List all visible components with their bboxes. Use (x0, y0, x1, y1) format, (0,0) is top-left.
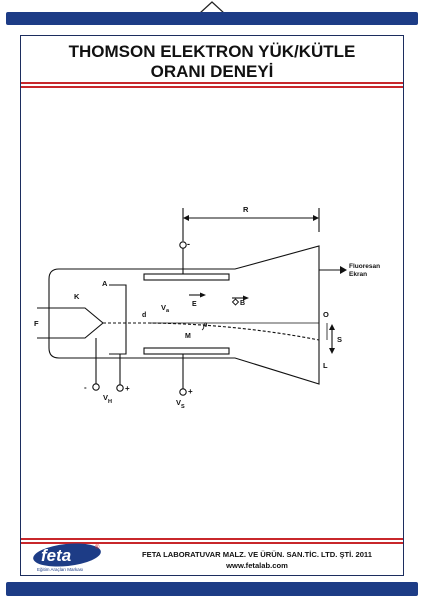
label-vh-minus: - (84, 383, 87, 392)
label-upper-minus: - (187, 239, 190, 249)
cathode-terminal (92, 383, 100, 391)
r-arrow-right (313, 215, 319, 221)
label-e: E (192, 301, 197, 308)
r-arrow-left (183, 215, 189, 221)
label-o: O (323, 310, 329, 319)
b-arrowhead (243, 295, 249, 301)
bottom-rod (6, 582, 418, 596)
label-va-sub: a (166, 308, 170, 314)
label-d: d (142, 312, 146, 319)
screen-arrowhead (340, 266, 347, 274)
title-divider (21, 82, 403, 89)
cathode (73, 307, 104, 339)
title-line-1: THOMSON ELEKTRON YÜK/KÜTLE (68, 42, 356, 61)
label-m: M (185, 333, 191, 340)
title-line-2: ORANI DENEYİ (150, 62, 274, 81)
label-vh: V (103, 393, 108, 402)
logo-text: feta (41, 546, 71, 565)
label-f: F (34, 319, 39, 328)
page-title: THOMSON ELEKTRON YÜK/KÜTLE ORANI DENEYİ (21, 42, 403, 82)
label-r: R (243, 205, 249, 214)
label-fluorescent-2: Ekran (349, 271, 367, 278)
label-b: B (240, 300, 245, 307)
footer-divider (21, 538, 403, 545)
thomson-tube-diagram: R - Fluoresan Ekran A K F d V a E B O S … (34, 205, 380, 410)
s-arrow-up (329, 324, 335, 330)
feta-logo: feta ® Eğitim Araçları Markası (33, 543, 101, 572)
footer-url[interactable]: www.fetalab.com (226, 561, 288, 570)
poster-panel: THOMSON ELEKTRON YÜK/KÜTLE ORANI DENEYİ (20, 35, 404, 576)
anode (109, 284, 127, 355)
s-arrow-down (329, 348, 335, 354)
footer-company: FETA LABORATUVAR MALZ. VE ÜRÜN. SAN.TİC.… (142, 550, 372, 559)
upper-plate-terminal (179, 241, 187, 249)
label-s: S (337, 335, 342, 344)
label-vs: V (176, 398, 181, 407)
theta-arc (201, 323, 205, 331)
tube-outline (48, 245, 320, 385)
label-vs-sub: S (181, 404, 185, 410)
logo-registered: ® (95, 544, 100, 551)
lower-plate (143, 347, 230, 355)
label-vs-plus: + (188, 387, 193, 396)
b-field-symbol-icon (231, 298, 240, 306)
label-vh-plus: + (125, 384, 130, 393)
logo-subtext: Eğitim Araçları Markası (37, 567, 83, 572)
label-theta: θ (204, 323, 207, 329)
lower-plate-terminal (179, 388, 187, 396)
label-a: A (102, 279, 108, 288)
label-k: K (74, 292, 80, 301)
top-rod (6, 12, 418, 25)
label-vh-sub: H (108, 399, 112, 405)
anode-terminal (116, 384, 124, 392)
label-fluorescent-1: Fluoresan (349, 263, 380, 270)
label-l: L (323, 361, 328, 370)
label-va: V (161, 303, 166, 312)
upper-plate (143, 273, 230, 281)
electron-beam (103, 322, 320, 341)
e-arrowhead (200, 292, 206, 298)
